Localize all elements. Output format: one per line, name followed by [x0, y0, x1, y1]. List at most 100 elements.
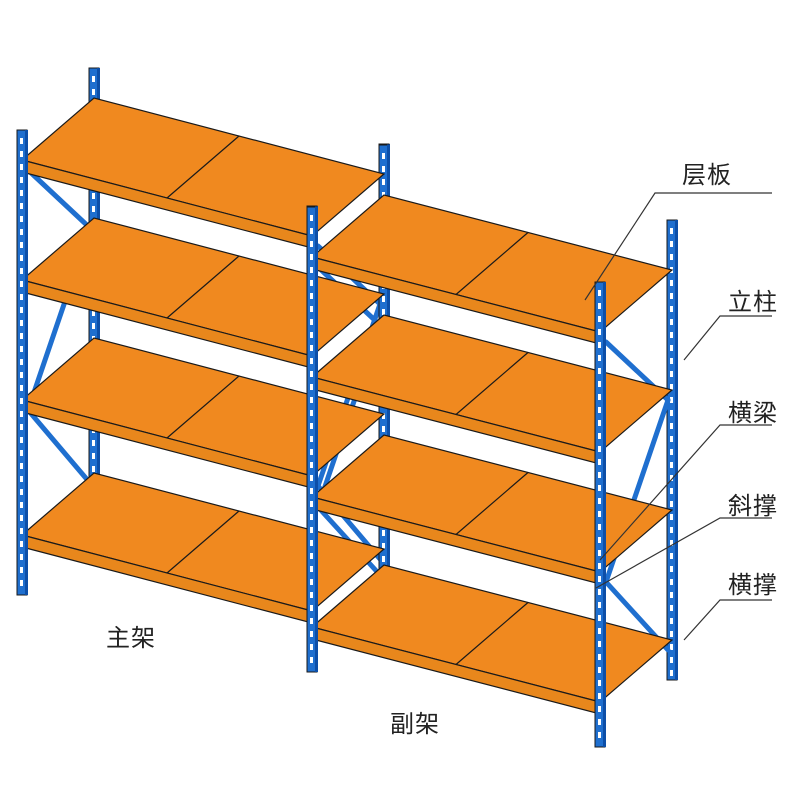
main-rack-front-left-upright-slot: [20, 151, 23, 157]
main-rack-front-left-upright-slot: [20, 255, 23, 261]
main-rack-front-left-upright-slot: [20, 281, 23, 287]
sub-rack-rear-right-upright-slot: [670, 358, 673, 364]
main-rack-front-left-upright-slot: [20, 580, 23, 586]
sub-rack-front-left-upright-slot: [310, 306, 313, 312]
main-rack-front-left-upright-slot: [20, 138, 23, 144]
sub-rack-front-left-upright-slot: [310, 345, 313, 351]
sub-rack-rear-right-upright-slot: [670, 501, 673, 507]
sub-rack-rear-right-upright-slot: [670, 644, 673, 650]
sub-rack-rear-right-upright-slot: [670, 319, 673, 325]
sub-rack-front-right-upright-slot: [598, 706, 601, 712]
sub-rack-front-left-upright-slot: [310, 319, 313, 325]
sub-rack-rear-right-upright-slot: [670, 410, 673, 416]
sub-rack-front-left-upright-slot: [310, 553, 313, 559]
sub-rack-front-left-upright-slot: [310, 540, 313, 546]
sub-rack-rear-left-upright-slot: [382, 556, 385, 562]
main-rack-rear-left-upright-slot: [92, 440, 95, 446]
sub-rack-front-right-upright-slot: [598, 368, 601, 374]
sub-rack-front-left-upright-slot: [310, 644, 313, 650]
main-rack-front-left-upright-slot: [20, 502, 23, 508]
sub-rack-rear-right-upright: [666, 219, 678, 681]
sub-rack-front-right-upright-slot: [598, 290, 601, 296]
main-rack-front-left-upright-slot: [20, 541, 23, 547]
sub-rack-shelf-seam: [455, 351, 529, 416]
label-shelf: 层板: [682, 161, 732, 189]
sub-rack-rear-right-upright-slot: [670, 592, 673, 598]
sub-rack-front-right-upright-slot: [598, 654, 601, 660]
sub-rack-front-right-upright-slot: [598, 615, 601, 621]
sub-rack-front-right-upright-slot: [598, 602, 601, 608]
sub-rack-rear-right-upright-slot: [670, 345, 673, 351]
main-rack-rear-left-upright-slot: [92, 206, 95, 212]
main-rack-front-left-upright-slot: [20, 203, 23, 209]
sub-rack-front-right-upright-slot: [598, 303, 601, 309]
main-rack-front-left-upright-slot: [20, 398, 23, 404]
sub-rack-rear-right-upright-slot: [670, 618, 673, 624]
sub-rack-front-left-upright-slot: [310, 254, 313, 260]
sub-rack-front-left-upright-slot: [310, 566, 313, 572]
main-rack-front-left-upright-slot: [20, 372, 23, 378]
sub-rack-front-right-upright-slot: [598, 524, 601, 530]
sub-rack-front-right-upright-slot: [598, 732, 601, 738]
sub-rack-front-left-upright-slot: [310, 228, 313, 234]
sub-rack-front-right-upright-slot: [598, 667, 601, 673]
sub-rack-front-right-upright-slot: [598, 550, 601, 556]
sub-rack-front-right-upright-slot: [598, 563, 601, 569]
sub-rack-rear-left-upright-slot: [382, 543, 385, 549]
sub-rack-shelf-seam: [455, 471, 529, 536]
main-rack-rear-left-upright-slot: [92, 76, 95, 82]
sub-rack-rear-left-upright-slot: [382, 166, 385, 172]
sub-rack-front-left-upright-slot: [310, 462, 313, 468]
label-sub-rack: 副架: [390, 710, 440, 738]
sub-rack-front-left-upright-slot: [310, 358, 313, 364]
sub-rack-front-left-upright: [306, 206, 318, 673]
sub-rack-rear-left-upright-slot: [382, 530, 385, 536]
main-rack-front-left-upright-slot: [20, 190, 23, 196]
sub-rack-rear-right-upright-slot: [670, 423, 673, 429]
main-rack-front-left-upright-slot: [20, 424, 23, 430]
sub-rack-rear-left-upright-slot: [382, 309, 385, 315]
main-rack-front-left-upright-slot: [20, 216, 23, 222]
label-leader-lines: [584, 192, 772, 641]
main-rack-front-left-upright-slot: [20, 294, 23, 300]
main-rack-front-left-upright-slot: [20, 359, 23, 365]
sub-rack-front-left-upright-slot: [310, 241, 313, 247]
main-rack-front-left-upright-slot: [20, 554, 23, 560]
sub-rack-front-left-upright-slot: [310, 527, 313, 533]
sub-rack-rear-left-upright-slot: [382, 153, 385, 159]
main-rack-rear-left-upright-slot: [92, 323, 95, 329]
main-rack-rear-left-upright-slot: [92, 466, 95, 472]
main-rack-front-left-upright-slot: [20, 307, 23, 313]
sub-rack-front-right-upright-slot: [598, 511, 601, 517]
sub-rack-front-right-upright-slot: [598, 680, 601, 686]
sub-rack-rear-right-upright-slot: [670, 436, 673, 442]
main-rack-front-left-upright-slot: [20, 333, 23, 339]
sub-rack-front-left-upright-post-side: [315, 207, 318, 672]
main-rack-front-left-upright-slot: [20, 567, 23, 573]
sub-rack-front-right-upright-slot: [598, 381, 601, 387]
sub-rack-rear-right-upright-slot: [670, 527, 673, 533]
sub-rack-front-right-upright-post-side: [603, 282, 606, 747]
sub-rack-rear-right-upright-slot: [670, 670, 673, 676]
label-upright: 立柱: [728, 288, 778, 316]
main-rack-front-left-upright-slot: [20, 242, 23, 248]
leader-upright: [683, 315, 772, 361]
sub-rack-front-left-upright-slot: [310, 475, 313, 481]
main-rack-diagonal-brace: [25, 407, 93, 486]
label-diagonal-brace: 斜撑: [728, 492, 778, 520]
label-main-rack: 主架: [106, 624, 156, 652]
main-rack-rear-left-upright-slot: [92, 453, 95, 459]
main-rack-front-left-upright-slot: [20, 463, 23, 469]
main-rack-front-left-upright-slot: [20, 411, 23, 417]
sub-rack-front-left-upright-slot: [310, 267, 313, 273]
sub-rack-rear-right-upright-slot: [670, 280, 673, 286]
main-rack-front-left-upright-slot: [20, 229, 23, 235]
sub-rack-front-left-upright-slot: [310, 436, 313, 442]
sub-rack-rear-right-upright-slot: [670, 657, 673, 663]
main-rack-diagonal-brace: [25, 167, 93, 231]
sub-rack-front-left-upright-slot: [310, 371, 313, 377]
sub-rack-front-left-upright-slot: [310, 293, 313, 299]
leader-shelf: [584, 192, 772, 301]
main-rack-shelf-seam: [166, 375, 240, 439]
sub-rack-rear-left-upright-slot: [382, 413, 385, 419]
